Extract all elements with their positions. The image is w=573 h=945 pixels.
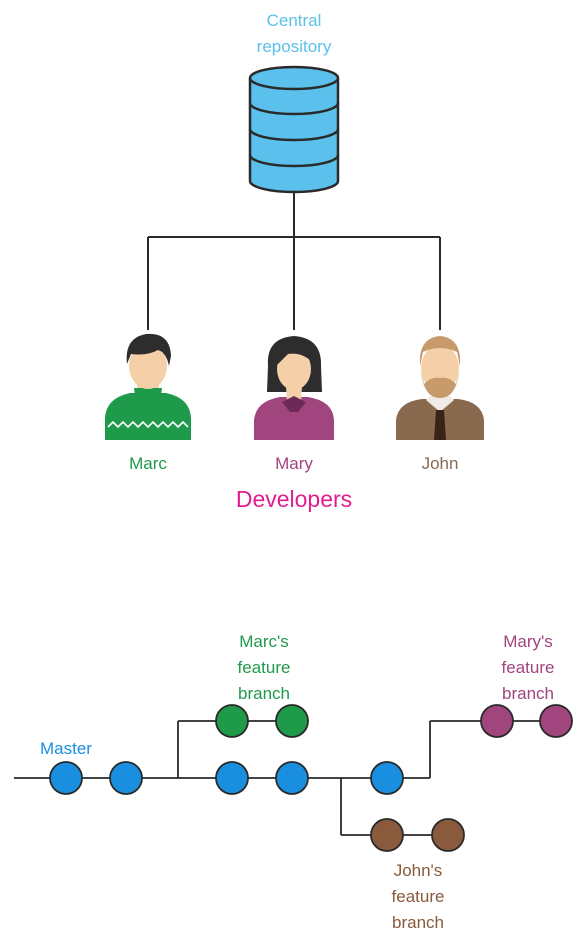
marc-avatar — [105, 333, 191, 440]
master-commit-5 — [370, 761, 404, 795]
marc-commit-1 — [215, 704, 249, 738]
marc-commit-2 — [275, 704, 309, 738]
developer-name-john: John — [422, 454, 459, 473]
marc-branch-label-line2: feature — [238, 658, 291, 677]
master-commit-2 — [109, 761, 143, 795]
mary-commit-1 — [480, 704, 514, 738]
john-branch-label-line1: John's — [394, 861, 443, 880]
repository-connector — [147, 193, 441, 330]
developer-name-mary: Mary — [275, 454, 313, 473]
master-label: Master — [40, 739, 92, 758]
mary-branch-label-line2: feature — [502, 658, 555, 677]
mary-branch-label-line1: Mary's — [503, 632, 553, 651]
john-avatar — [396, 336, 484, 440]
marc-branch-label-line3: branch — [238, 684, 290, 703]
john-branch-label-line3: branch — [392, 913, 444, 932]
mary-avatar — [254, 336, 334, 440]
john-branch-label-line2: feature — [392, 887, 445, 906]
developers-title: Developers — [236, 486, 352, 512]
master-commit-3 — [215, 761, 249, 795]
master-commit-4 — [275, 761, 309, 795]
mary-branch-label-line3: branch — [502, 684, 554, 703]
marc-branch-label-line1: Marc's — [239, 632, 289, 651]
database-icon — [248, 65, 340, 194]
developer-name-marc: Marc — [129, 454, 167, 473]
master-commit-1 — [49, 761, 83, 795]
repository-label-line1: Central — [267, 11, 322, 30]
repository-label-line2: repository — [257, 37, 332, 56]
john-commit-1 — [370, 818, 404, 852]
john-commit-2 — [431, 818, 465, 852]
mary-commit-2 — [539, 704, 573, 738]
